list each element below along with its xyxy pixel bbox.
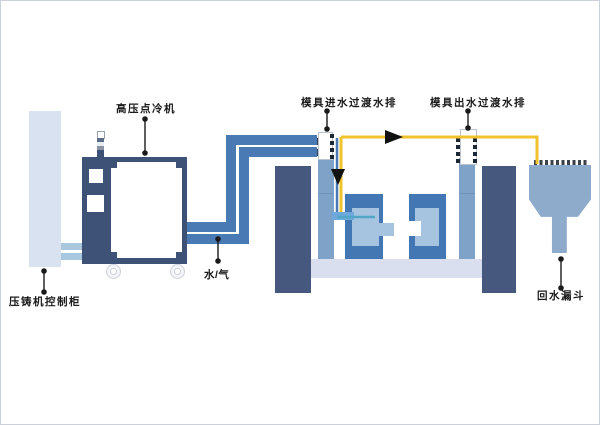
control-cabinet (29, 111, 61, 267)
signal-stack (97, 142, 104, 146)
flow-arrow-right-icon (385, 130, 403, 144)
cooler-vent-window (89, 169, 103, 183)
manifold-pipe-stub (310, 138, 318, 145)
connector-dot (41, 268, 47, 274)
column-seam (318, 193, 334, 194)
connector-dot (215, 258, 221, 264)
pipe-stub (187, 234, 196, 242)
funnel-grate (534, 160, 588, 165)
connector-dot (324, 126, 330, 132)
label-outlet-drain: 模具出水过渡水排 (430, 97, 526, 109)
signal-stack (97, 138, 104, 142)
mold-core-tab (379, 223, 394, 236)
connector-dot (558, 256, 564, 262)
mold-cavity-left (352, 208, 379, 246)
panel-corner-notch (176, 162, 182, 168)
connector-dot (142, 150, 148, 156)
caster-wheel (170, 264, 185, 279)
caster-wheel (106, 264, 121, 279)
wheel-hub (174, 268, 181, 275)
label-cabinet: 压铸机控制柜 (9, 296, 81, 308)
panel-corner-notch (176, 252, 182, 258)
label-cooler: 高压点冷机 (116, 103, 176, 115)
column-seam (459, 193, 475, 194)
manifold-dashes (473, 138, 477, 163)
pipe-stub (187, 223, 196, 231)
outlet-manifold-column (459, 158, 475, 259)
cabinet-pipe (61, 253, 82, 260)
return-funnel (529, 165, 591, 253)
moving-platen (482, 166, 516, 293)
manifold-dashes (330, 134, 334, 159)
cooler-door-panel (111, 162, 182, 258)
panel-corner-notch (111, 252, 117, 258)
cooler-vent-window (87, 195, 104, 212)
connector-dot (215, 236, 221, 242)
signal-stack (97, 146, 104, 150)
water-feed-bar (332, 212, 354, 220)
machine-base (311, 259, 482, 278)
wheel-hub (110, 268, 117, 275)
connector-dot (142, 116, 148, 122)
inlet-manifold-column (318, 158, 334, 259)
signal-stack (97, 150, 104, 158)
label-funnel: 回水漏斗 (537, 290, 585, 302)
return-line-yellow (341, 135, 539, 164)
mold-notch (409, 221, 421, 236)
label-water-gas: 水/气 (204, 269, 230, 281)
manifold-pipe-stub (310, 149, 318, 156)
panel-corner-notch (111, 162, 117, 168)
label-inlet-drain: 模具进水过渡水排 (301, 97, 397, 109)
manifold-dashes (456, 138, 460, 163)
cabinet-pipe (61, 243, 82, 250)
fixed-platen (275, 166, 311, 293)
